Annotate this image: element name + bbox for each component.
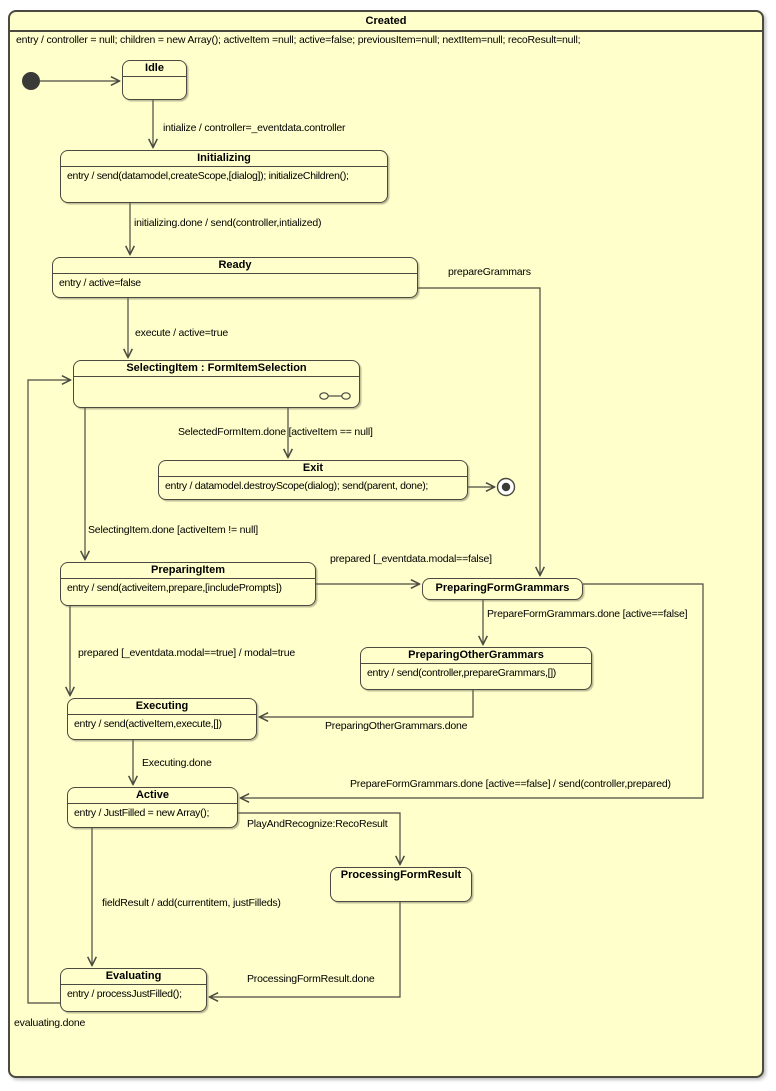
transition-label-play-and-recognize: PlayAndRecognize:RecoResult xyxy=(247,818,388,830)
state-preparing-form-grammars-title: PreparingFormGrammars xyxy=(435,582,570,594)
state-preparing-item: PreparingItem entry / send(activeitem,pr… xyxy=(60,562,316,606)
state-active-entry: entry / JustFilled = new Array(); xyxy=(74,807,210,819)
transition-processingformresult-to-evaluating xyxy=(210,902,401,997)
state-active: Active entry / JustFilled = new Array(); xyxy=(67,787,238,828)
state-exit-title: Exit xyxy=(159,461,467,477)
transition-label-preparing-other-grammars-done: PreparingOtherGrammars.done xyxy=(325,720,468,732)
transition-label-prepared-modal-false: prepared [_eventdata.modal==false] xyxy=(330,553,492,565)
transition-label-field-result: fieldResult / add(currentitem, justFille… xyxy=(102,897,281,909)
transition-label-execute: execute / active=true xyxy=(135,327,228,339)
state-exit: Exit entry / datamodel.destroyScope(dial… xyxy=(158,460,468,500)
state-processing-form-result: ProcessingFormResult xyxy=(330,867,472,902)
state-ready-title: Ready xyxy=(53,258,417,274)
state-selecting-item: SelectingItem : FormItemSelection xyxy=(73,360,360,408)
diagram-title: Created xyxy=(10,12,762,32)
state-executing-title: Executing xyxy=(68,699,256,715)
state-ready: Ready entry / active=false xyxy=(52,257,418,298)
transition-evaluating-to-selectingitem xyxy=(27,380,70,1004)
transition-label-executing-done: Executing.done xyxy=(142,757,212,769)
state-preparing-other-grammars-title: PreparingOtherGrammars xyxy=(361,648,591,664)
state-selecting-item-title: SelectingItem : FormItemSelection xyxy=(74,361,359,377)
state-evaluating-title: Evaluating xyxy=(61,969,206,985)
state-preparing-item-entry: entry / send(activeitem,prepare,[include… xyxy=(67,582,282,594)
transition-label-prepare-grammars: prepareGrammars xyxy=(448,266,531,278)
transition-active-to-processingformresult xyxy=(238,812,400,864)
state-active-title: Active xyxy=(68,788,237,804)
state-initializing-entry: entry / send(datamodel,createScope,[dial… xyxy=(67,170,349,182)
transition-label-processing-form-result-done: ProcessingFormResult.done xyxy=(247,973,375,985)
created-entry-action: entry / controller = null; children = ne… xyxy=(16,34,581,46)
state-evaluating: Evaluating entry / processJustFilled(); xyxy=(60,968,207,1012)
state-processing-form-result-title: ProcessingFormResult xyxy=(340,869,462,881)
state-evaluating-entry: entry / processJustFilled(); xyxy=(67,988,182,1000)
final-state-icon xyxy=(496,477,516,497)
state-initializing-title: Initializing xyxy=(61,151,387,167)
state-exit-entry: entry / datamodel.destroyScope(dialog); … xyxy=(165,480,429,492)
transition-label-prepare-form-grammars-done: PrepareFormGrammars.done [active==false] xyxy=(487,608,688,620)
transition-ready-to-preparingformgrammars xyxy=(418,287,540,575)
state-ready-entry: entry / active=false xyxy=(59,277,141,289)
state-executing: Executing entry / send(activeItem,execut… xyxy=(67,698,257,740)
transition-label-prepared-modal-true: prepared [_eventdata.modal==true] / moda… xyxy=(78,647,295,659)
state-idle-title: Idle xyxy=(123,61,186,77)
initial-state-icon xyxy=(22,72,40,90)
transition-preparingformgrammars-to-active xyxy=(241,583,704,798)
transition-label-initializing-done: initializing.done / send(controller,inti… xyxy=(134,217,322,229)
state-executing-entry: entry / send(activeItem,execute,[]) xyxy=(74,718,222,730)
state-initializing: Initializing entry / send(datamodel,crea… xyxy=(60,150,388,203)
submachine-icon xyxy=(319,392,351,400)
state-preparing-form-grammars: PreparingFormGrammars xyxy=(422,578,583,600)
transition-label-evaluating-done: evaluating.done xyxy=(14,1017,86,1029)
transition-label-selecting-item-done: SelectingItem.done [activeItem != null] xyxy=(88,524,258,536)
state-idle: Idle xyxy=(122,60,187,100)
transition-label-initialize: intialize / controller=_eventdata.contro… xyxy=(163,122,346,134)
state-preparing-other-grammars-entry: entry / send(controller,prepareGrammars,… xyxy=(367,667,557,679)
state-preparing-item-title: PreparingItem xyxy=(61,563,315,579)
transition-label-prepare-form-grammars-done-send: PrepareFormGrammars.done [active==false]… xyxy=(350,778,671,790)
transition-othergrammars-to-executing xyxy=(260,690,474,717)
state-preparing-other-grammars: PreparingOtherGrammars entry / send(cont… xyxy=(360,647,592,690)
transition-label-selected-form-item-done: SelectedFormItem.done [activeItem == nul… xyxy=(178,426,373,438)
